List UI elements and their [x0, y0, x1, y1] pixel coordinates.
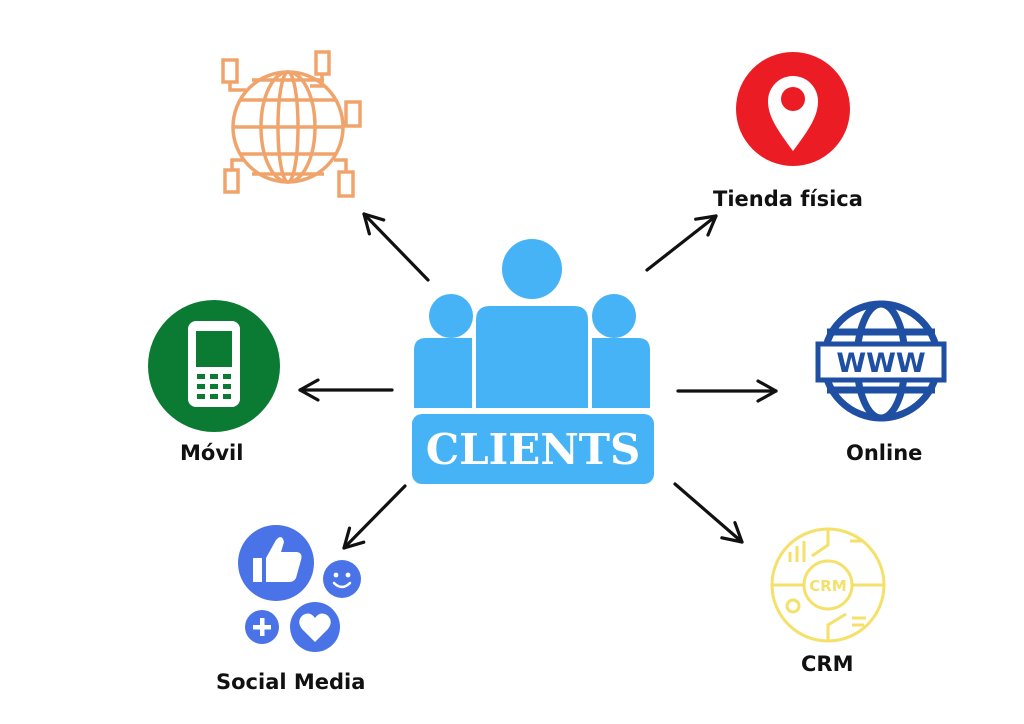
arrow-to-social [342, 484, 407, 550]
crm-icon [770, 527, 886, 643]
social-media-label: Social Media [216, 670, 366, 694]
arrow-to-globe [362, 212, 430, 282]
location-pin-icon [736, 52, 850, 166]
smiley-icon [323, 560, 361, 598]
movil-label: Móvil [180, 441, 244, 465]
crm-label: CRM [801, 652, 854, 676]
online-label: Online [846, 441, 923, 465]
www-globe-icon [815, 300, 947, 422]
heart-icon [290, 602, 340, 652]
crm-badge: CRM [809, 577, 847, 595]
mobile-phone-icon [148, 300, 280, 432]
tienda-fisica-label: Tienda física [713, 187, 863, 211]
clients-label: CLIENTS [426, 425, 641, 474]
thumbs-up-icon [238, 525, 314, 601]
connector-arrows [298, 212, 778, 550]
social-media-icons [238, 525, 361, 652]
network-globe-icon [221, 50, 362, 198]
arrow-to-crm [673, 482, 744, 544]
clients-icon [412, 239, 654, 484]
www-label: WWW [836, 348, 925, 379]
plus-icon [245, 610, 279, 644]
arrow-to-tienda [645, 214, 718, 272]
